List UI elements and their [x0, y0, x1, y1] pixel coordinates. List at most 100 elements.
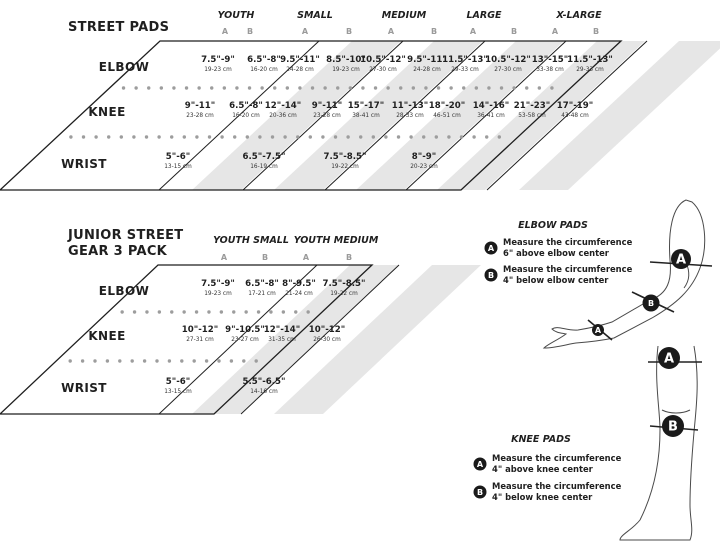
- cell-cm: 27-30 cm: [369, 67, 397, 73]
- row-label: KNEE: [88, 329, 125, 343]
- cell-inches: 9"-10.5": [225, 325, 265, 335]
- size-header: X-LARGE: [555, 10, 602, 21]
- figure-badge-knee-b-circle: [662, 415, 684, 437]
- table-title: GEAR 3 PACK: [68, 244, 168, 259]
- cell-inches: 11.5"-13": [442, 55, 488, 65]
- sub-header-b: B: [593, 27, 599, 36]
- cell-inches: 12"-14": [265, 101, 301, 111]
- cell-inches: 7.5"-9": [201, 279, 235, 289]
- cell-inches: 6.5"-8": [245, 279, 279, 289]
- cell-inches: 18"-20": [429, 101, 465, 111]
- figure-badge-elbow-a-letter: A: [676, 253, 686, 268]
- leg-outline: [619, 345, 698, 541]
- size-header: YOUTH: [218, 10, 255, 21]
- cell-cm: 14-16 cm: [250, 389, 278, 395]
- guide-instruction: Measure the circumference: [503, 264, 633, 274]
- cell-cm: 24-28 cm: [286, 67, 314, 73]
- cell-cm: 16-19 cm: [250, 164, 278, 170]
- row-label: KNEE: [88, 105, 125, 119]
- cell-cm: 36-41 cm: [477, 113, 505, 119]
- column-divider: [158, 40, 320, 191]
- cell-cm: 29-33 cm: [576, 67, 604, 73]
- size-header: SMALL: [297, 10, 333, 21]
- cell-inches: 10.5"-12": [485, 55, 531, 65]
- cell-inches: 10"-12": [182, 325, 218, 335]
- cell-inches: 17"-19": [557, 101, 593, 111]
- cell-cm: 21-24 cm: [285, 291, 313, 297]
- badge-letter: A: [488, 244, 495, 253]
- cell-inches: 5.5"-6.5": [243, 377, 286, 387]
- column-divider: [486, 40, 648, 191]
- cell-cm: 53-58 cm: [518, 113, 546, 119]
- cell-cm: 38-41 cm: [352, 113, 380, 119]
- sub-header-b: B: [431, 27, 437, 36]
- cell-cm: 13-15 cm: [164, 389, 192, 395]
- cell-cm: 29-33 cm: [451, 67, 479, 73]
- b-column-shade: [356, 41, 564, 190]
- b-column-shade: [274, 41, 483, 190]
- badge-circle: [473, 485, 487, 499]
- b-column-shade: [519, 41, 720, 190]
- cell-cm: 43-48 cm: [561, 113, 589, 119]
- guide-instruction: 4" above knee center: [492, 464, 594, 474]
- b-column-shade: [274, 265, 481, 414]
- badge-circle: [484, 241, 498, 255]
- sub-header-b: B: [262, 253, 268, 262]
- cell-inches: 8.5"-10": [326, 55, 366, 65]
- cell-inches: 15"-17": [348, 101, 384, 111]
- sub-header-a: A: [221, 253, 228, 262]
- guide-instruction: Measure the circumference: [492, 481, 622, 491]
- figure-badge-knee-b-letter: B: [668, 420, 678, 435]
- cell-inches: 9"-11": [185, 101, 215, 111]
- cell-cm: 16-20 cm: [232, 113, 260, 119]
- guide-instruction: 6" above elbow center: [503, 248, 610, 258]
- column-divider: [405, 40, 567, 191]
- sub-header-b: B: [511, 27, 517, 36]
- guide-instruction: 4" below knee center: [492, 492, 593, 502]
- cell-cm: 24-28 cm: [413, 67, 441, 73]
- cell-cm: 16-20 cm: [250, 67, 278, 73]
- cell-cm: 19-22 cm: [331, 164, 359, 170]
- sub-header-b: B: [346, 253, 352, 262]
- cell-cm: 13-15 cm: [164, 164, 192, 170]
- cell-cm: 20-23 cm: [410, 164, 438, 170]
- cell-cm: 19-23 cm: [204, 291, 232, 297]
- cell-inches: 10.5"-12": [360, 55, 406, 65]
- b-column-shade: [192, 265, 398, 414]
- cell-inches: 9.5"-11": [280, 55, 320, 65]
- table-border: [0, 264, 374, 415]
- sub-header-b: B: [346, 27, 352, 36]
- cell-cm: 23-28 cm: [186, 113, 214, 119]
- cell-cm: 19-23 cm: [332, 67, 360, 73]
- guide-instruction: Measure the circumference: [492, 453, 622, 463]
- badge-letter: B: [488, 271, 494, 280]
- row-label: WRIST: [61, 381, 107, 395]
- table-title: STREET PADS: [68, 20, 169, 35]
- badge-letter: B: [477, 488, 483, 497]
- badge-circle: [484, 268, 498, 282]
- cell-inches: 5"-6": [166, 377, 190, 387]
- sub-header-a: A: [388, 27, 395, 36]
- cell-cm: 23-28 cm: [313, 113, 341, 119]
- size-header: LARGE: [466, 10, 502, 21]
- column-divider: [242, 40, 404, 191]
- cell-cm: 46-51 cm: [433, 113, 461, 119]
- guide-title: KNEE PADS: [511, 434, 571, 445]
- row-label: WRIST: [61, 157, 107, 171]
- cell-inches: 7.5"-9": [201, 55, 235, 65]
- cell-inches: 9"-11": [312, 101, 342, 111]
- cell-cm: 26-30 cm: [313, 337, 341, 343]
- badge-circle: [473, 457, 487, 471]
- cell-inches: 6.5"-8": [229, 101, 263, 111]
- table-title: JUNIOR STREET: [67, 228, 183, 243]
- cell-inches: 7.5"-8.5": [323, 279, 366, 289]
- cell-inches: 9.5"-11": [407, 55, 447, 65]
- cell-cm: 19-23 cm: [204, 67, 232, 73]
- cell-inches: 11.5"-13": [567, 55, 613, 65]
- knee-line: [661, 409, 691, 414]
- cell-inches: 5"-6": [166, 152, 190, 162]
- sub-header-a: A: [302, 27, 309, 36]
- sub-header-a: A: [470, 27, 477, 36]
